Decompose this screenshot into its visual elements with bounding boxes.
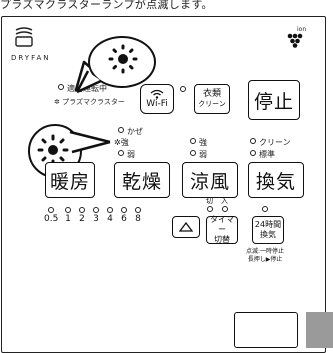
fan-kaze-text: かぜ bbox=[127, 127, 143, 136]
vent-label: 換気 bbox=[255, 170, 296, 193]
brand-name: DRYFAN bbox=[11, 54, 51, 62]
vent24-indicator bbox=[262, 206, 268, 213]
triangle-up-icon bbox=[179, 222, 193, 232]
timer-item: 6 bbox=[118, 207, 130, 224]
wifi-button[interactable]: Wi-Fi bbox=[140, 84, 174, 114]
cool-weak-text: 弱 bbox=[199, 150, 207, 159]
callout-pointer-cover-1 bbox=[75, 70, 102, 94]
clothes-label-1: 衣類 bbox=[202, 89, 221, 99]
dry-label: 乾燥 bbox=[121, 170, 162, 193]
timer-value: 0.5 bbox=[44, 214, 59, 224]
timer-item: 4 bbox=[104, 207, 116, 224]
blank-button[interactable] bbox=[234, 312, 298, 348]
vent24-note-line2: 長押し▶停止 bbox=[247, 256, 283, 263]
plasma-blinking-icon bbox=[108, 44, 138, 74]
vent24-line2: 換気 bbox=[260, 230, 276, 239]
plasma-mini-icon: ✲ bbox=[54, 98, 60, 106]
callout-pointer-2 bbox=[69, 130, 111, 154]
on-text: 入 bbox=[221, 197, 228, 205]
plasma-cluster-label: ✲ プラズマクラスター bbox=[54, 97, 125, 107]
mode-vent-button[interactable]: 換気 bbox=[248, 162, 304, 198]
caption-text: プラズマクラスターランプが点滅します。 bbox=[0, 0, 213, 11]
vent24-note-line1: 点滅:一時停止 bbox=[246, 248, 285, 255]
timer-switch-button[interactable]: タイマー 切替 bbox=[206, 215, 238, 244]
heating-label: 暖房 bbox=[49, 170, 90, 193]
plasma-cluster-text: プラズマクラスター bbox=[62, 98, 125, 106]
stop-button[interactable]: 停止 bbox=[248, 80, 300, 120]
clothes-clean-button[interactable]: 衣類 クリーン bbox=[194, 84, 230, 114]
timer-item: 3 bbox=[90, 207, 102, 224]
off-text: 切 bbox=[206, 197, 213, 205]
timer-btn-line2: 切替 bbox=[214, 235, 230, 244]
cool-strong-label: 強 bbox=[190, 138, 207, 148]
timer-value: 6 bbox=[121, 214, 127, 224]
timer-value: 8 bbox=[135, 214, 141, 224]
cool-strong-text: 強 bbox=[199, 138, 207, 147]
vent-standard-label: 標準 bbox=[250, 150, 275, 160]
timer-value: 2 bbox=[79, 214, 85, 224]
stop-label: 停止 bbox=[253, 90, 294, 113]
fan-weak-text: 弱 bbox=[127, 150, 135, 159]
dryfan-logo-icon bbox=[15, 27, 33, 47]
timer-item: 0.5 bbox=[44, 207, 58, 224]
timer-value: 3 bbox=[93, 214, 99, 224]
timer-value: 1 bbox=[65, 214, 71, 224]
vent24-button[interactable]: 24時間 換気 bbox=[252, 216, 284, 244]
plasmacluster-indicator-icon: ion bbox=[287, 26, 306, 48]
wifi-label: Wi-Fi bbox=[146, 99, 168, 109]
fan-strong-label: ✲強 bbox=[114, 138, 129, 148]
on-label: 入 bbox=[221, 196, 228, 213]
clothes-indicator bbox=[180, 86, 189, 96]
cool-weak-label: 弱 bbox=[190, 150, 207, 160]
mode-cool-button[interactable]: 涼風 bbox=[182, 162, 238, 198]
timer-item: 1 bbox=[62, 207, 74, 224]
grey-tab bbox=[306, 312, 333, 348]
svg-text:ion: ion bbox=[297, 26, 306, 33]
vent24-line1: 24時間 bbox=[254, 220, 282, 229]
timer-btn-line1: タイマー bbox=[210, 215, 234, 234]
fan-label: かぜ bbox=[118, 127, 143, 137]
fan-weak-label: 弱 bbox=[118, 150, 135, 160]
fan-blinking-icon bbox=[37, 134, 69, 166]
mode-dry-button[interactable]: 乾燥 bbox=[114, 162, 170, 198]
off-label: 切 bbox=[206, 196, 213, 213]
vent-clean-label: クリーン bbox=[250, 138, 291, 148]
timer-item: 8 bbox=[132, 207, 144, 224]
vent-clean-text: クリーン bbox=[259, 138, 291, 147]
timer-value: 4 bbox=[107, 214, 113, 224]
fan-strong-text: 強 bbox=[120, 138, 129, 147]
up-button[interactable] bbox=[172, 216, 200, 238]
mode-heating-button[interactable]: 暖房 bbox=[45, 162, 95, 198]
clothes-label-2: クリーン bbox=[198, 100, 226, 108]
vent-standard-text: 標準 bbox=[259, 150, 275, 159]
vent24-note: 点滅:一時停止 長押し▶停止 bbox=[246, 248, 284, 264]
fan-active-icon: ✲ bbox=[114, 138, 121, 147]
timer-item: 2 bbox=[76, 207, 88, 224]
wifi-icon bbox=[150, 89, 164, 99]
onoff-labels: 切 入 bbox=[206, 196, 228, 213]
cool-label: 涼風 bbox=[189, 170, 230, 193]
timer-indicator-row: 0.5 1 2 3 4 6 8 bbox=[44, 207, 144, 224]
